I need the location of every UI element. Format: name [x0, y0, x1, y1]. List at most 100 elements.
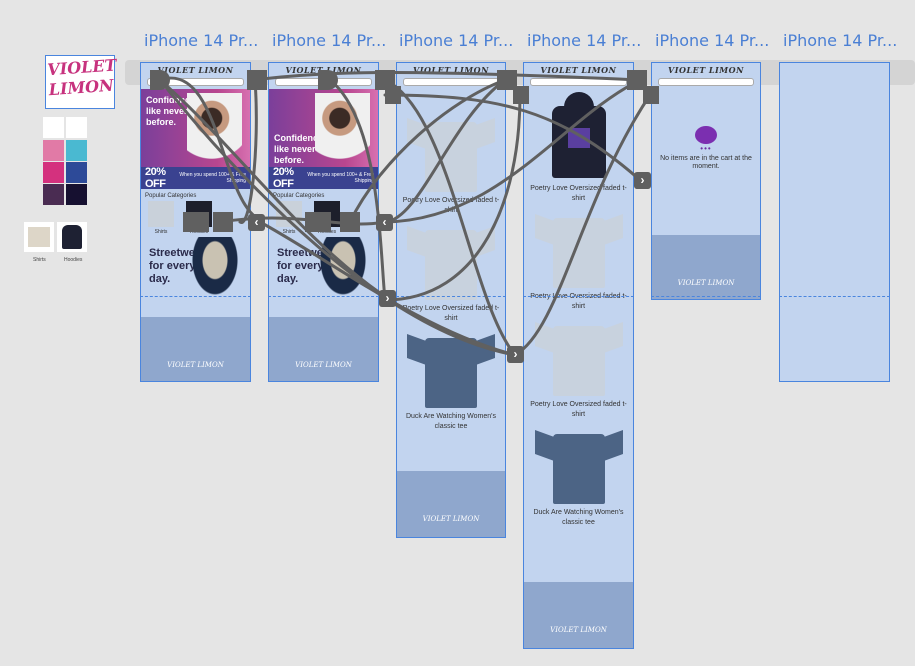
empty-cart-text: No items are in the cart at the moment.: [660, 155, 752, 170]
fold-line: [140, 296, 251, 297]
streetwear-block: Streetwear for every day.: [149, 237, 242, 295]
product-name: Poetry Love Oversized faded t-shirt: [402, 305, 500, 322]
search-bar[interactable]: [658, 78, 754, 86]
color-swatch-magenta[interactable]: [43, 162, 64, 183]
chevron-right-icon[interactable]: ›: [379, 290, 396, 307]
footer: VIOLET LIMON: [397, 471, 505, 537]
frame-title-6[interactable]: iPhone 14 Pr...: [783, 31, 898, 50]
fold-line: [396, 296, 506, 297]
logo-component[interactable]: VIOLET LIMON: [45, 55, 118, 109]
hoodie-image: [62, 225, 82, 249]
color-swatch-pink[interactable]: [43, 140, 64, 161]
asset-hoodies-thumb[interactable]: [57, 222, 87, 252]
connection-node[interactable]: [183, 212, 209, 232]
frame-title-3[interactable]: iPhone 14 Pr...: [399, 31, 514, 50]
fold-line: [779, 296, 890, 297]
tee-image: [534, 318, 623, 396]
frame-title-4[interactable]: iPhone 14 Pr...: [527, 31, 642, 50]
footer: VIOLET LIMON: [141, 317, 250, 381]
connection-node[interactable]: [643, 86, 659, 104]
category-shirts-image: [276, 201, 302, 227]
fold-line: [523, 296, 634, 297]
connection-node[interactable]: [385, 86, 401, 104]
tee-image: [407, 330, 495, 408]
frame-title-1[interactable]: iPhone 14 Pr...: [144, 31, 259, 50]
connection-node[interactable]: [318, 70, 338, 90]
color-swatch-plum[interactable]: [43, 184, 64, 205]
hero-photo: [315, 93, 370, 165]
color-swatch-white-2[interactable]: [66, 117, 87, 138]
connection-node[interactable]: [497, 70, 517, 90]
header-brand: VIOLET LIMON: [157, 65, 234, 75]
tee-image: [407, 114, 495, 192]
promo-off: 20% OFF: [273, 166, 294, 190]
connection-node[interactable]: [247, 70, 267, 90]
frame-blank[interactable]: [779, 62, 890, 382]
search-bar[interactable]: [403, 78, 499, 86]
tee-image: [28, 227, 50, 247]
tee-image: [534, 210, 623, 288]
product-name: Duck Are Watching Women's classic tee: [533, 509, 624, 526]
asset-hoodies-label: Hoodies: [64, 257, 83, 263]
plum-icon: [695, 126, 717, 144]
category-shirts-image: [148, 201, 174, 227]
product-card-poetry-2[interactable]: Poetry Love Oversized faded t-shirt: [524, 318, 633, 420]
footer-brand: VIOLET LIMON: [550, 626, 607, 634]
product-card-duck[interactable]: Duck Are Watching Women's classic tee: [524, 426, 633, 528]
hoodie-image: [544, 92, 614, 180]
fold-line: [651, 296, 761, 297]
promo-shipping: When you spend 100+ & Free Shipping: [307, 172, 374, 184]
frame-products[interactable]: VIOLET LIMON Poetry Love Oversized faded…: [523, 62, 634, 649]
continue-link[interactable]: [652, 174, 760, 179]
connection-node[interactable]: [305, 212, 331, 232]
connection-node[interactable]: [213, 212, 233, 232]
chevron-right-icon[interactable]: ›: [507, 346, 524, 363]
streetwear-block: Streetwear for every day.: [277, 237, 370, 295]
product-card-poetry-1[interactable]: Poetry Love Oversized faded t-shirt: [397, 114, 505, 216]
product-name: Poetry Love Oversized faded t-shirt: [530, 185, 627, 202]
hero-banner: Confidence like never before.: [269, 89, 378, 167]
dots-icon: •••: [700, 144, 712, 153]
fold-line: [268, 296, 379, 297]
brand-logo: VIOLET LIMON: [46, 55, 118, 100]
product-name: Duck Are Watching Women's classic tee: [405, 413, 497, 430]
frame-title-5[interactable]: iPhone 14 Pr...: [655, 31, 770, 50]
chevron-left-icon[interactable]: ‹: [248, 214, 265, 231]
color-swatch-white-1[interactable]: [43, 117, 64, 138]
search-bar[interactable]: [530, 78, 627, 86]
tee-image: [407, 222, 495, 300]
color-swatch-midnight[interactable]: [66, 184, 87, 205]
category-shirts-label: Shirts: [282, 229, 296, 235]
color-swatch-blue[interactable]: [66, 162, 87, 183]
connection-node[interactable]: [150, 70, 170, 90]
connection-node[interactable]: [340, 212, 360, 232]
connection-node[interactable]: [627, 70, 647, 90]
hero-photo: [187, 93, 242, 165]
product-card-duck[interactable]: Duck Are Watching Women's classic tee: [397, 330, 505, 432]
product-card-poetry-2[interactable]: Poetry Love Oversized faded t-shirt: [397, 222, 505, 324]
streetwear-photo: [320, 237, 366, 295]
connection-node[interactable]: [513, 86, 529, 104]
footer-brand: VIOLET LIMON: [677, 279, 735, 287]
connection-node[interactable]: [375, 70, 395, 90]
frame-title-2[interactable]: iPhone 14 Pr...: [272, 31, 387, 50]
footer: VIOLET LIMON: [524, 582, 633, 648]
asset-shirts-label: Shirts: [33, 257, 46, 263]
promo-banner: 20% OFF When you spend 100+ & Free Shipp…: [269, 166, 378, 190]
frame-cart[interactable]: VIOLET LIMON ••• No items are in the car…: [651, 62, 761, 300]
hero-banner: Confidence like never before.: [141, 89, 250, 167]
footer: VIOLET LIMON: [269, 317, 378, 381]
empty-cart: ••• No items are in the cart at the mome…: [652, 126, 760, 179]
tee-image: [534, 426, 623, 504]
frame-shirts[interactable]: VIOLET LIMON Poetry Love Oversized faded…: [396, 62, 506, 538]
asset-shirts-thumb[interactable]: [24, 222, 54, 252]
promo-banner: 20% OFF When you spend 100+ & Free Shipp…: [141, 166, 250, 190]
chevron-right-icon[interactable]: ›: [634, 172, 651, 189]
category-shirts[interactable]: Shirts: [147, 201, 175, 235]
chevron-left-icon[interactable]: ‹: [376, 214, 393, 231]
header-brand: VIOLET LIMON: [540, 65, 617, 75]
color-swatch-cyan[interactable]: [66, 140, 87, 161]
product-card-hoodie[interactable]: Poetry Love Oversized faded t-shirt: [524, 92, 633, 204]
promo-shipping: When you spend 100+ & Free Shipping: [179, 172, 246, 184]
category-shirts[interactable]: Shirts: [275, 201, 303, 235]
